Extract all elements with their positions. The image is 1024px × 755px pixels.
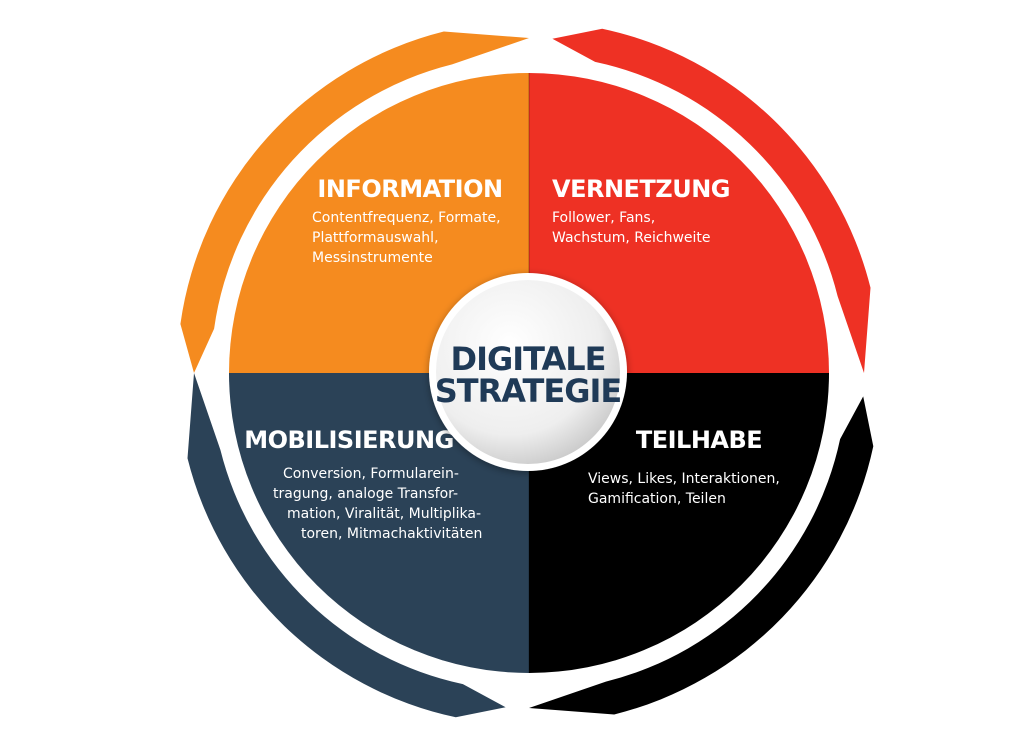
cycle-arrow-ring [180, 28, 874, 718]
vernetzung-line-2: Wachstum, Reichweite [552, 230, 711, 246]
ring-separator [214, 58, 844, 688]
teilhabe-text-block: TEILHABE Views, Likes, Interaktionen, Ga… [588, 426, 780, 507]
mobilisierung-line-1: Conversion, Formularein- [283, 466, 459, 482]
cycle-arrow-top-left [180, 31, 529, 373]
center-title-line-1: DIGITALE [451, 340, 606, 378]
mobilisierung-text-block: MOBILISIERUNG Conversion, Formularein- t… [244, 426, 482, 542]
mobilisierung-line-2: tragung, analoge Transfor- [273, 486, 458, 502]
mobilisierung-title: MOBILISIERUNG [244, 426, 454, 454]
mobilisierung-line-3: mation, Viralität, Multiplika- [287, 506, 481, 522]
center-title-line-2: STRATEGIE [435, 372, 622, 410]
mobilisierung-line-4: toren, Mitmachaktivitäten [301, 526, 482, 542]
teilhabe-line-1: Views, Likes, Interaktionen, [588, 471, 780, 487]
cycle-arrow-bottom-right [529, 396, 874, 715]
center-circle [429, 273, 627, 471]
teilhabe-title: TEILHABE [636, 426, 762, 454]
vernetzung-text-block: VERNETZUNG Follower, Fans, Wachstum, Rei… [552, 175, 730, 246]
vernetzung-title: VERNETZUNG [552, 175, 730, 203]
cycle-arrow-bottom-left [187, 373, 506, 718]
information-text-block: INFORMATION Contentfrequenz, Formate, Pl… [312, 175, 503, 266]
center-circle-face [436, 280, 620, 464]
information-line-1: Contentfrequenz, Formate, [312, 210, 501, 226]
quadrant-disk [229, 73, 829, 673]
cycle-arrow-top-right [552, 28, 871, 373]
teilhabe-line-2: Gamification, Teilen [588, 491, 726, 507]
information-title: INFORMATION [317, 175, 502, 203]
information-line-2: Plattformauswahl, [312, 230, 439, 246]
information-line-3: Messinstrumente [312, 250, 433, 266]
vernetzung-line-1: Follower, Fans, [552, 210, 655, 226]
